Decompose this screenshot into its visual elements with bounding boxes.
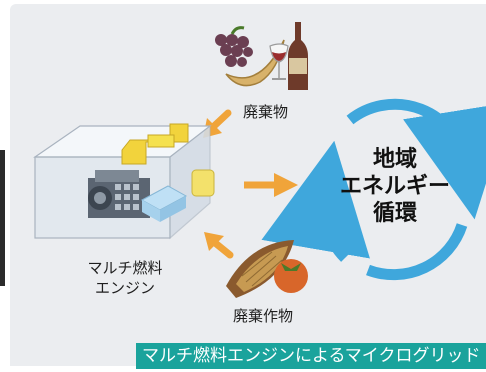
- engine-label: マルチ燃料 エンジン: [87, 259, 163, 297]
- corn-tomato-icon: [226, 240, 308, 298]
- engine-to-cycle-arrow: [244, 173, 298, 197]
- energy-cycle-label: 地域 エネルギー 循環: [339, 147, 450, 226]
- caption-banner: マルチ燃料エンジンによるマイクログリッド: [136, 343, 486, 369]
- left-edge-bar: [0, 150, 5, 286]
- engine-box-icon: [33, 123, 215, 240]
- waste-label: 廃棄物: [243, 103, 289, 121]
- fruit-bottle-glass-icon: [215, 22, 308, 90]
- crop-waste-label: 廃棄作物: [233, 307, 294, 325]
- crops-to-engine-arrow: [204, 232, 234, 259]
- cycle-icon: [261, 98, 486, 281]
